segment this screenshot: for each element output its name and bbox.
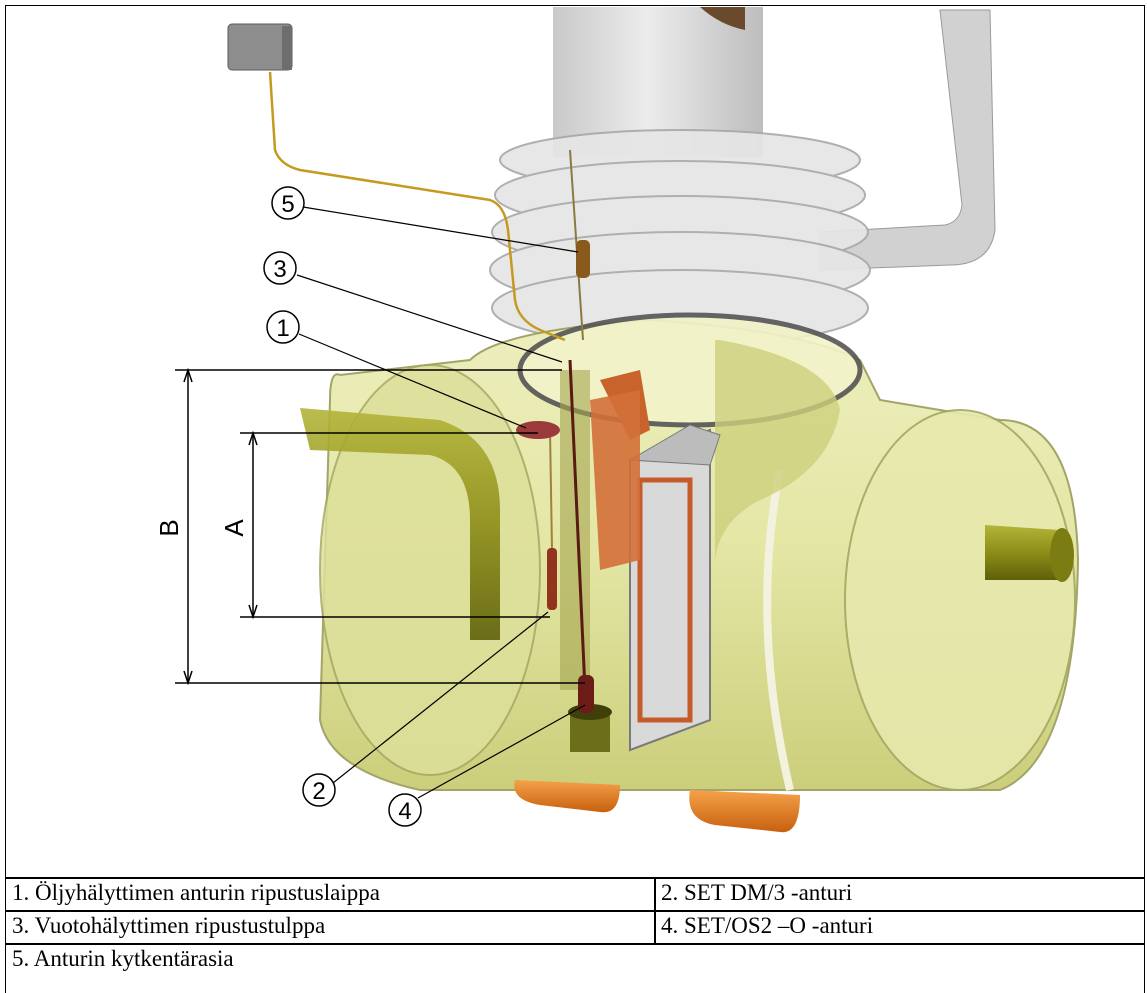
svg-text:5: 5 [281,191,294,218]
junction-box [227,23,293,71]
callout-1: 1 [266,310,300,344]
dimension-lines [175,367,585,686]
callout-4: 4 [388,793,422,827]
filter-box [560,370,721,752]
separator-tank-drawing: B A 5 3 1 2 4 [154,7,1080,833]
support-saddles [514,780,800,833]
svg-text:3: 3 [273,256,286,283]
legend-item-2: 2. SET DM/3 -anturi [654,877,1145,912]
svg-text:4: 4 [398,798,411,825]
outlet-pipe [985,525,1074,582]
diagram-panel [5,5,1145,879]
dimension-label-a: A [219,519,249,537]
legend-item-5: 5. Anturin kytkentärasia [5,943,1145,993]
svg-text:1: 1 [276,315,289,342]
legend-item-3: 3. Vuotohälyttimen ripustustulppa [5,910,656,945]
legend-item-4: 4. SET/OS2 –O -anturi [654,910,1145,945]
legend-item-1: 1. Öljyhälyttimen anturin ripustuslaippa [5,877,656,912]
sensor-cable [268,71,566,342]
callout-2: 2 [302,773,336,807]
svg-text:2: 2 [312,778,325,805]
sensor-rods [516,149,594,713]
callout-5: 5 [271,186,305,220]
callout-3: 3 [263,251,297,285]
leader-lines [296,206,586,799]
dimension-label-b: B [154,519,184,536]
tank-body [318,312,1080,791]
